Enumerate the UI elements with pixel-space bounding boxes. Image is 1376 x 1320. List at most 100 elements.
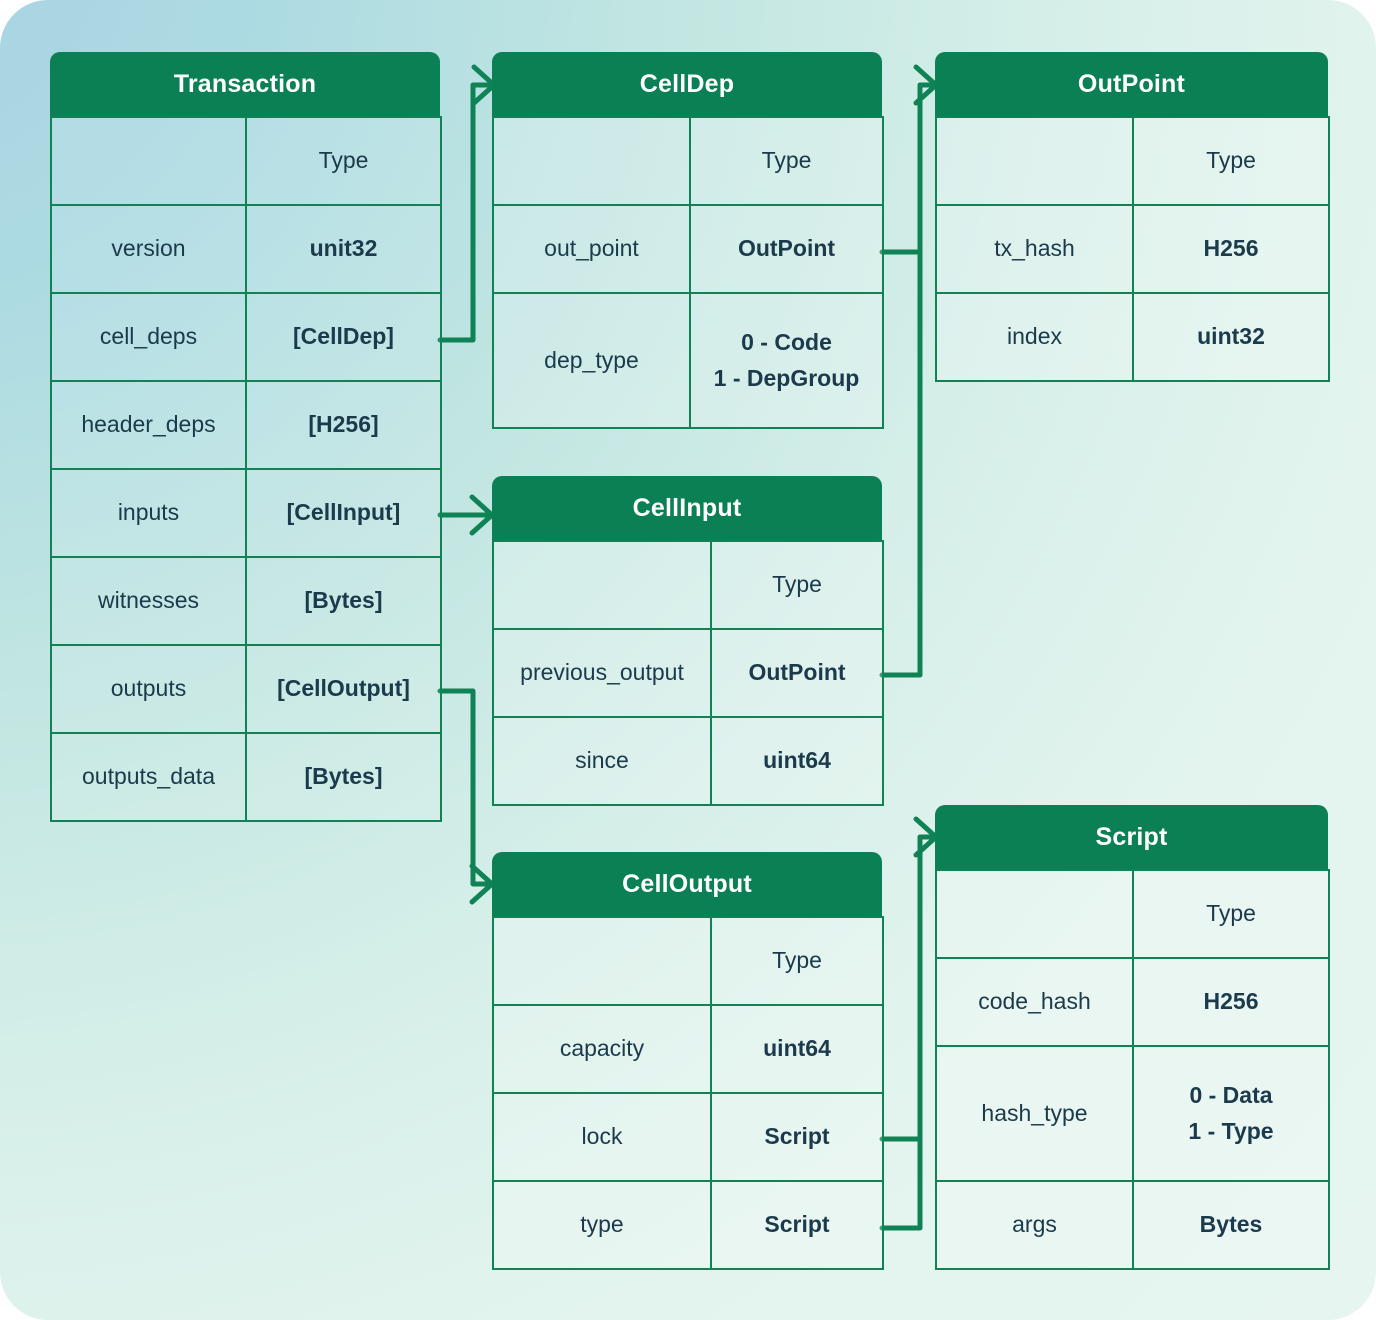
field-name-hash-type: hash_type [935, 1045, 1134, 1182]
field-name-args: args [935, 1180, 1134, 1270]
script-col-header-name [935, 869, 1134, 959]
table-row: version unit32 [50, 204, 442, 294]
field-type-outputs-data: [Bytes] [245, 732, 442, 822]
table-row: tx_hash H256 [935, 204, 1330, 294]
entity-celloutput-fields: Type capacity uint64 lock Script type Sc… [492, 916, 884, 1270]
table-row: index uint32 [935, 292, 1330, 382]
field-name-type: type [492, 1180, 712, 1270]
table-row-header: Type [492, 916, 884, 1006]
field-type-dep-type: 0 - Code 1 - DepGroup [689, 292, 884, 429]
arrowhead-celldep [471, 64, 497, 106]
table-row: witnesses [Bytes] [50, 556, 442, 646]
entity-celloutput: CellOutput Type capacity uint64 lock Scr… [492, 852, 884, 1270]
field-type-since: uint64 [710, 716, 884, 806]
table-row: code_hash H256 [935, 957, 1330, 1047]
arrowhead-cellinput [469, 494, 495, 536]
table-row-header: Type [935, 116, 1330, 206]
table-row: inputs [CellInput] [50, 468, 442, 558]
table-row: lock Script [492, 1092, 884, 1182]
connector-lock-to-script [879, 834, 936, 1142]
entity-celldep-title: CellDep [492, 52, 882, 116]
field-type-index: uint32 [1132, 292, 1330, 382]
field-type-args: Bytes [1132, 1180, 1330, 1270]
field-type-header-deps: [H256] [245, 380, 442, 470]
table-row-header: Type [50, 116, 442, 206]
connector-outpoint-to-outpoint [879, 82, 936, 255]
field-type-code-hash: H256 [1132, 957, 1330, 1047]
field-name-dep-type: dep_type [492, 292, 691, 429]
field-name-since: since [492, 716, 712, 806]
table-row: dep_type 0 - Code 1 - DepGroup [492, 292, 884, 429]
field-type-out-point: OutPoint [689, 204, 884, 294]
field-type-capacity: uint64 [710, 1004, 884, 1094]
table-row: args Bytes [935, 1180, 1330, 1270]
entity-cellinput-title: CellInput [492, 476, 882, 540]
table-row: cell_deps [CellDep] [50, 292, 442, 382]
field-name-out-point: out_point [492, 204, 691, 294]
table-row: hash_type 0 - Data 1 - Type [935, 1045, 1330, 1182]
field-name-tx-hash: tx_hash [935, 204, 1134, 294]
outpoint-col-header-name [935, 116, 1134, 206]
field-name-outputs-data: outputs_data [50, 732, 247, 822]
table-row: outputs_data [Bytes] [50, 732, 442, 822]
entity-script-title: Script [935, 805, 1328, 869]
arrowhead-outpoint [913, 64, 939, 106]
entity-outpoint-fields: Type tx_hash H256 index uint32 [935, 116, 1330, 382]
field-name-previous-output: previous_output [492, 628, 712, 718]
field-type-version: unit32 [245, 204, 442, 294]
field-type-outputs: [CellOutput] [245, 644, 442, 734]
table-row: since uint64 [492, 716, 884, 806]
entity-script: Script Type code_hash H256 hash_type 0 -… [935, 805, 1330, 1270]
field-name-code-hash: code_hash [935, 957, 1134, 1047]
entity-transaction-title: Transaction [50, 52, 440, 116]
table-row: outputs [CellOutput] [50, 644, 442, 734]
entity-outpoint-title: OutPoint [935, 52, 1328, 116]
cellinput-col-header-type: Type [710, 540, 884, 630]
table-row: capacity uint64 [492, 1004, 884, 1094]
table-row-header: Type [492, 540, 884, 630]
field-type-previous-output: OutPoint [710, 628, 884, 718]
field-name-header-deps: header_deps [50, 380, 247, 470]
field-type-lock: Script [710, 1092, 884, 1182]
entity-outpoint: OutPoint Type tx_hash H256 index uint32 [935, 52, 1330, 382]
entity-transaction: Transaction Type version unit32 cell_dep… [50, 52, 442, 822]
transaction-col-header-name [50, 116, 247, 206]
entity-celldep-fields: Type out_point OutPoint dep_type 0 - Cod… [492, 116, 884, 429]
celldep-col-header-name [492, 116, 691, 206]
cellinput-col-header-name [492, 540, 712, 630]
field-type-tx-hash: H256 [1132, 204, 1330, 294]
field-name-outputs: outputs [50, 644, 247, 734]
celldep-col-header-type: Type [689, 116, 884, 206]
field-name-index: index [935, 292, 1134, 382]
table-row: header_deps [H256] [50, 380, 442, 470]
field-type-type: Script [710, 1180, 884, 1270]
field-type-witnesses: [Bytes] [245, 556, 442, 646]
script-col-header-type: Type [1132, 869, 1330, 959]
connector-celldeps-to-celldep [437, 82, 494, 343]
entity-transaction-fields: Type version unit32 cell_deps [CellDep] … [50, 116, 442, 822]
arrowhead-celloutput [469, 863, 495, 905]
entity-cellinput-fields: Type previous_output OutPoint since uint… [492, 540, 884, 806]
field-name-witnesses: witnesses [50, 556, 247, 646]
connector-type-to-script [879, 1136, 923, 1231]
outpoint-col-header-type: Type [1132, 116, 1330, 206]
field-type-cell-deps: [CellDep] [245, 292, 442, 382]
celloutput-col-header-type: Type [710, 916, 884, 1006]
transaction-col-header-type: Type [245, 116, 442, 206]
entity-cellinput: CellInput Type previous_output OutPoint … [492, 476, 884, 806]
field-name-cell-deps: cell_deps [50, 292, 247, 382]
field-name-version: version [50, 204, 247, 294]
table-row: out_point OutPoint [492, 204, 884, 294]
table-row-header: Type [492, 116, 884, 206]
connector-outputs-to-celloutput [437, 688, 492, 887]
field-name-capacity: capacity [492, 1004, 712, 1094]
table-row-header: Type [935, 869, 1330, 959]
entity-script-fields: Type code_hash H256 hash_type 0 - Data 1… [935, 869, 1330, 1270]
table-row: previous_output OutPoint [492, 628, 884, 718]
field-name-lock: lock [492, 1092, 712, 1182]
entity-celldep: CellDep Type out_point OutPoint dep_type… [492, 52, 884, 429]
connector-previousoutput-to-outpoint [879, 249, 923, 678]
arrowhead-script [913, 816, 939, 858]
table-row: type Script [492, 1180, 884, 1270]
